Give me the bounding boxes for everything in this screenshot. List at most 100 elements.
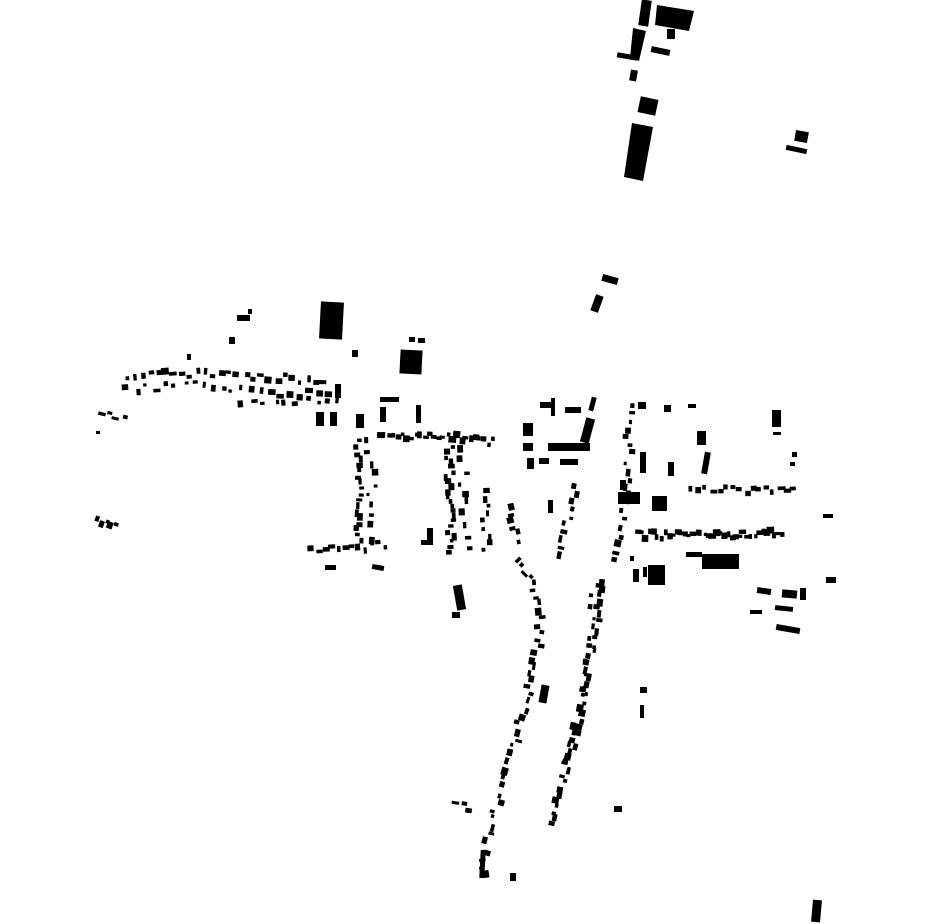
building	[497, 793, 502, 799]
building	[509, 742, 514, 747]
building	[538, 615, 546, 620]
building	[483, 487, 490, 494]
building	[430, 434, 437, 439]
building	[316, 412, 324, 426]
building	[514, 738, 523, 744]
building	[596, 609, 602, 618]
building	[184, 381, 189, 385]
building	[452, 584, 467, 611]
building	[356, 502, 360, 510]
building	[121, 384, 129, 391]
building	[450, 508, 456, 513]
building	[387, 433, 393, 438]
building	[732, 534, 739, 540]
building	[523, 443, 533, 451]
building	[462, 435, 469, 440]
building	[584, 652, 591, 660]
building	[625, 427, 632, 434]
building	[625, 468, 631, 477]
building	[516, 539, 521, 545]
building	[487, 442, 491, 448]
building	[363, 547, 368, 554]
building	[513, 728, 521, 738]
building	[624, 123, 653, 181]
building	[554, 803, 559, 808]
building	[638, 530, 644, 535]
building	[225, 370, 232, 375]
building	[525, 696, 531, 704]
building	[125, 376, 130, 381]
building	[528, 573, 534, 580]
building	[689, 531, 697, 536]
building	[710, 489, 718, 494]
building	[480, 436, 487, 442]
building	[648, 528, 652, 535]
building	[823, 514, 833, 518]
building	[664, 405, 671, 412]
building	[518, 561, 525, 568]
building	[718, 488, 724, 494]
building	[569, 721, 577, 731]
building	[620, 480, 626, 490]
building	[368, 513, 374, 517]
building	[168, 371, 177, 376]
building	[395, 434, 402, 440]
building	[514, 556, 522, 564]
building	[324, 391, 333, 398]
building	[359, 537, 364, 544]
building	[122, 414, 129, 420]
building	[557, 534, 563, 543]
building	[562, 778, 568, 784]
building	[630, 28, 646, 61]
building	[587, 603, 593, 610]
building	[594, 628, 600, 636]
building	[448, 498, 453, 504]
building	[641, 534, 649, 543]
building	[464, 471, 470, 476]
building	[451, 512, 456, 520]
building	[497, 799, 506, 807]
building	[633, 569, 639, 582]
building	[523, 707, 530, 715]
building	[464, 535, 472, 540]
building	[506, 748, 514, 757]
building	[578, 718, 585, 725]
building	[777, 486, 786, 491]
building	[506, 516, 515, 525]
building	[654, 534, 659, 540]
building	[667, 29, 675, 39]
building	[748, 534, 753, 539]
building	[640, 705, 644, 718]
building	[527, 458, 534, 469]
building	[582, 666, 588, 675]
building	[178, 371, 186, 377]
building	[421, 540, 427, 545]
building	[643, 567, 647, 577]
building	[701, 451, 711, 475]
building	[444, 478, 452, 485]
building	[781, 589, 798, 599]
building	[356, 438, 362, 443]
building	[573, 490, 580, 499]
building	[533, 623, 541, 630]
building	[726, 531, 731, 538]
building	[560, 459, 578, 465]
building	[551, 796, 560, 805]
building	[450, 503, 455, 509]
building	[587, 635, 592, 642]
building	[248, 309, 252, 314]
building	[256, 373, 264, 378]
building	[601, 274, 619, 285]
building	[558, 774, 566, 779]
building	[380, 407, 386, 422]
building	[307, 545, 314, 552]
building	[591, 623, 595, 630]
building	[507, 512, 515, 518]
building	[356, 498, 363, 502]
building	[423, 435, 429, 439]
building	[588, 593, 594, 598]
building	[462, 521, 467, 529]
building	[529, 588, 536, 593]
building	[291, 401, 298, 407]
building	[451, 532, 457, 541]
